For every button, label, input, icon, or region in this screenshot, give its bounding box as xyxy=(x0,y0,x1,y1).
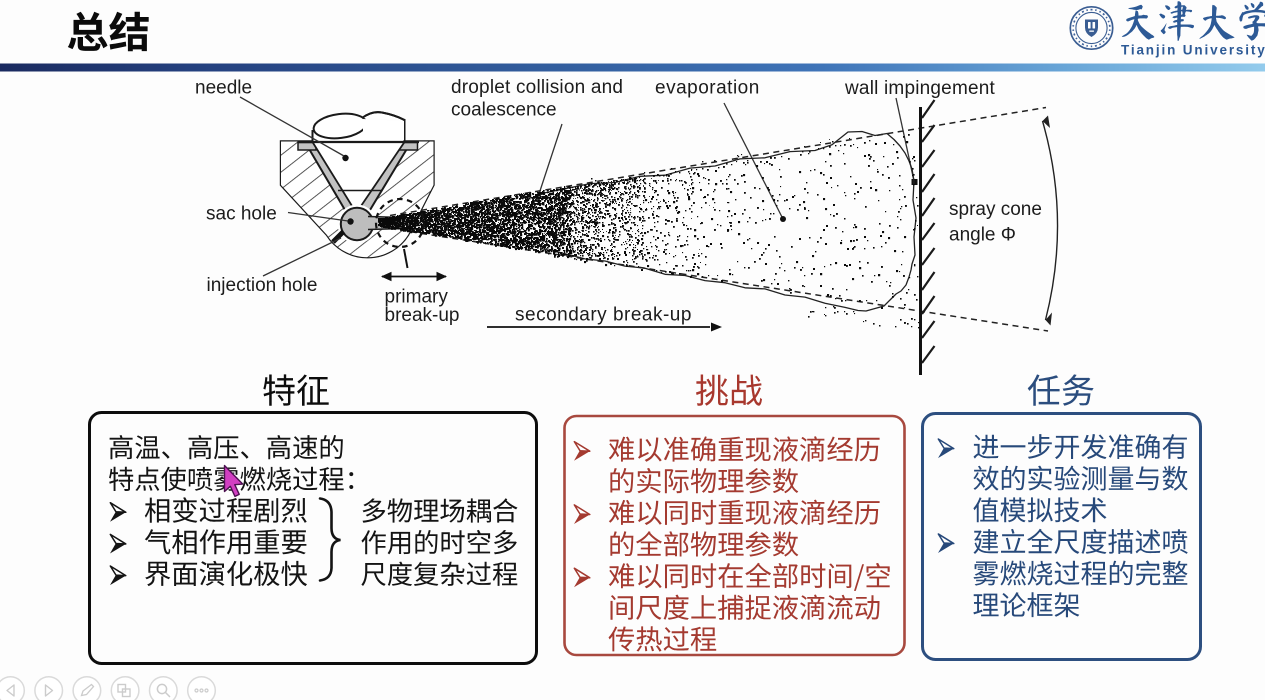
svg-text:injection hole: injection hole xyxy=(207,275,318,296)
svg-text:sac hole: sac hole xyxy=(206,204,277,225)
svg-text:needle: needle xyxy=(195,78,252,99)
svg-text:break-up: break-up xyxy=(385,305,460,326)
svg-text:coalescence: coalescence xyxy=(451,99,557,120)
svg-text:spray cone: spray cone xyxy=(949,199,1042,220)
svg-text:droplet collision and: droplet collision and xyxy=(451,77,623,98)
svg-text:Tianjin University: Tianjin University xyxy=(1121,43,1265,58)
svg-text:evaporation: evaporation xyxy=(655,78,760,99)
svg-text:primary: primary xyxy=(385,287,449,308)
svg-text:secondary break-up: secondary break-up xyxy=(515,305,692,326)
svg-text:wall impingement: wall impingement xyxy=(844,78,996,99)
svg-text:angle Φ: angle Φ xyxy=(949,225,1016,246)
